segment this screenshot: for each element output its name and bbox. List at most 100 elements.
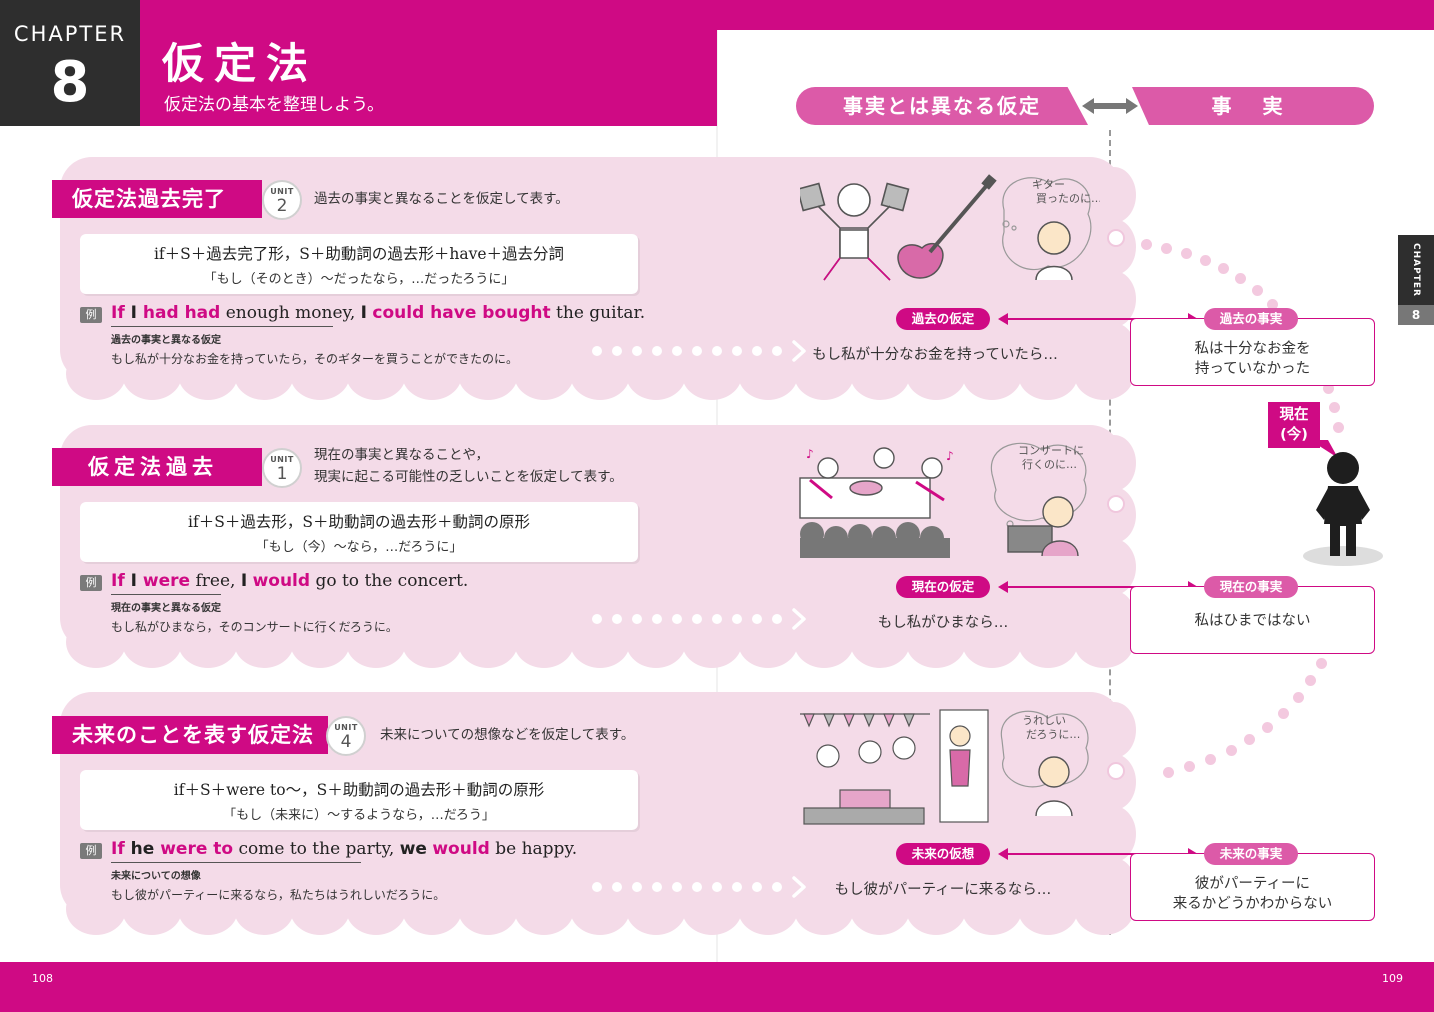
formula-meaning: 「もし（そのとき）～だったなら，…だったろうに」 — [203, 272, 515, 287]
timeline-dot — [1163, 767, 1174, 778]
cloud-bump — [1018, 616, 1078, 668]
banner-fact: 事 実 — [1132, 87, 1374, 125]
unit-badge: UNIT 1 — [262, 448, 302, 488]
cloud-bump — [1092, 323, 1136, 379]
cloud-bump — [682, 616, 742, 668]
hypothesis-pill: 過去の仮定 — [896, 308, 990, 330]
cloud-bump — [346, 348, 406, 400]
cloud-bump — [234, 616, 294, 668]
dotted-arrow — [592, 876, 806, 898]
unit-word: UNIT — [270, 187, 294, 196]
svg-text:♪: ♪ — [806, 447, 814, 461]
cloud-bump — [1018, 348, 1078, 400]
example-note: 現在の事実と異なる仮定 — [111, 603, 221, 614]
timeline-dot — [1267, 299, 1278, 310]
example-translation: もし私がひまなら，そのコンサートに行くだろうに。 — [111, 620, 398, 634]
timeline-dot — [1161, 243, 1172, 254]
cloud-bump — [290, 348, 350, 400]
fact-box: 私はひまではない — [1130, 586, 1375, 654]
hypothesis-text: もし私がひまなら… — [877, 615, 1009, 631]
cloud-bump — [1092, 167, 1136, 223]
section-description: 現在の事実と異なることや， 現実に起こる可能性の乏しいことを仮定して表す。 — [314, 444, 623, 488]
example-translation: もし私が十分なお金を持っていたら，そのギターを買うことができたのに。 — [111, 352, 519, 366]
cloud-bump — [850, 348, 910, 400]
concert-illustration: ♪♪ コンサートに 行くのに… — [799, 442, 1087, 558]
cloud-bump — [962, 883, 1022, 935]
example-sentence: If I were free, I would go to the concer… — [111, 571, 469, 591]
timeline-dot — [1218, 263, 1229, 274]
thought-text: うれしい — [1022, 714, 1066, 727]
fact-line-1: 私はひまではない — [1194, 613, 1311, 629]
section-label: 仮定法過去完了 — [52, 180, 262, 218]
example-sentence: If I had had enough money, I could have … — [111, 303, 646, 323]
cloud-bump — [1092, 858, 1136, 914]
cloud-bump — [514, 348, 574, 400]
cloud-bump — [122, 348, 182, 400]
timeline-dot — [1329, 402, 1340, 413]
title-bar: 仮定法 仮定法の基本を整理しよう。 — [140, 0, 717, 126]
hypothesis-text: もし彼がパーティーに来るなら… — [834, 882, 1052, 898]
unit-word: UNIT — [270, 455, 294, 464]
timeline-node — [1107, 495, 1125, 513]
timeline-dot — [1293, 692, 1304, 703]
cloud-bump — [738, 616, 798, 668]
formula-structure: if＋S＋過去形，S＋助動詞の過去形＋動詞の原形 — [188, 513, 530, 531]
chapter-word: CHAPTER — [13, 22, 127, 46]
timeline-node — [1107, 762, 1125, 780]
cloud-bump — [402, 348, 462, 400]
cloud-bump — [514, 883, 574, 935]
timeline-dot — [1278, 708, 1289, 719]
cloud-bump — [1092, 271, 1136, 327]
chevron-right-icon — [792, 876, 806, 898]
chevron-right-icon — [792, 608, 806, 630]
cloud-bump — [906, 348, 966, 400]
cloud-bump — [290, 616, 350, 668]
svg-text:だろうに…: だろうに… — [1026, 728, 1080, 741]
timeline-dot — [1200, 255, 1211, 266]
description-line-1: 現在の事実と異なることや， — [314, 447, 489, 463]
cloud-bump — [66, 883, 126, 935]
formula-structure: if＋S＋過去完了形，S＋助動詞の過去形＋have＋過去分詞 — [153, 245, 565, 263]
hypothesis-pill: 未来の仮想 — [896, 843, 990, 865]
svg-text:行くのに…: 行くのに… — [1022, 458, 1077, 471]
example-note: 未来についての想像 — [111, 871, 201, 882]
cloud-bump — [738, 883, 798, 935]
side-tab-word: CHAPTER — [1411, 243, 1421, 297]
timeline-dot — [1205, 754, 1216, 765]
description-line-2: 現実に起こる可能性の乏しいことを仮定して表す。 — [314, 469, 623, 485]
cloud-bump — [234, 883, 294, 935]
banner-hypothesis: 事実とは異なる仮定 — [796, 87, 1088, 125]
fact-pill: 未来の事実 — [1204, 843, 1298, 865]
formula-meaning: 「もし（未来に）～するようなら，…だろう」 — [223, 808, 495, 823]
cloud-bump — [1092, 702, 1136, 758]
cloud-bump — [906, 883, 966, 935]
timeline-dot — [1181, 248, 1192, 259]
timeline-dot — [1244, 734, 1255, 745]
chapter-box: CHAPTER 8 — [0, 0, 140, 126]
now-sign-line-2: (今) — [1280, 427, 1308, 443]
example-tag: 例 — [80, 575, 102, 591]
formula-structure: if＋S＋were to～，S＋助動詞の過去形＋動詞の原形 — [173, 781, 545, 799]
thought-text: ギター — [1032, 178, 1065, 191]
example-tag: 例 — [80, 307, 102, 323]
double-arrow-icon — [1082, 98, 1138, 114]
cloud-bump — [402, 883, 462, 935]
cloud-bump — [570, 883, 630, 935]
fact-box: 私は十分なお金を 持っていなかった — [1130, 318, 1375, 386]
timeline-dot — [1226, 745, 1237, 756]
cloud-bump — [234, 348, 294, 400]
cloud-bump — [794, 348, 854, 400]
fact-line-1: 彼がパーティーに — [1194, 876, 1311, 892]
example-underline — [111, 862, 361, 863]
cloud-bump — [626, 348, 686, 400]
timeline-dot — [1316, 658, 1327, 669]
cloud-bump — [458, 348, 518, 400]
timeline-dot — [1235, 273, 1246, 284]
example-sentence: If he were to come to the party, we woul… — [111, 839, 578, 859]
formula-box: if＋S＋過去完了形，S＋助動詞の過去形＋have＋過去分詞 「もし（そのとき）… — [80, 234, 638, 294]
cloud-bump — [402, 616, 462, 668]
thought-text: コンサートに — [1018, 444, 1084, 457]
unit-number: 1 — [276, 464, 288, 484]
fact-line-1: 私は十分なお金を — [1194, 341, 1311, 357]
dotted-arrow — [592, 340, 806, 362]
